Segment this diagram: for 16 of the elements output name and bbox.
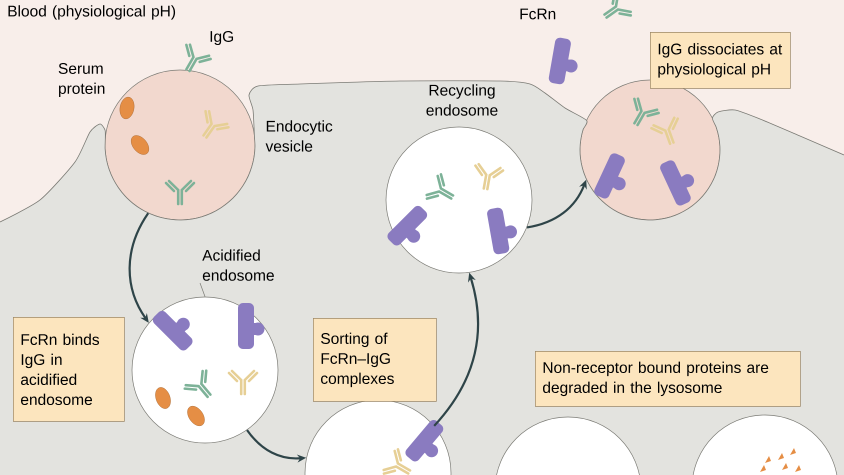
label: Serum protein	[58, 62, 104, 98]
endocytic-vesicle	[104, 70, 256, 220]
recycling-endosome	[386, 126, 532, 274]
lysosome	[494, 416, 642, 475]
text-box: FcRn binds IgG in acidified endosome	[13, 317, 125, 422]
label: Blood (physiological pH)	[8, 5, 176, 20]
text-box: Non-receptor bound proteins are degraded in the lysosome	[535, 351, 801, 407]
heading: Acidified endosome	[202, 249, 274, 281]
lysosome	[692, 414, 838, 475]
leader-line	[200, 282, 206, 297]
heading: Recycling endosome	[426, 84, 498, 116]
label: FcRn	[520, 8, 556, 20]
text-box: Sorting of FcRn–IgG complexes	[313, 318, 437, 402]
label: IgG	[210, 30, 234, 46]
heading: Endocytic vesicle	[266, 120, 332, 152]
text-box: IgG dissociates at physiological pH	[650, 32, 791, 89]
